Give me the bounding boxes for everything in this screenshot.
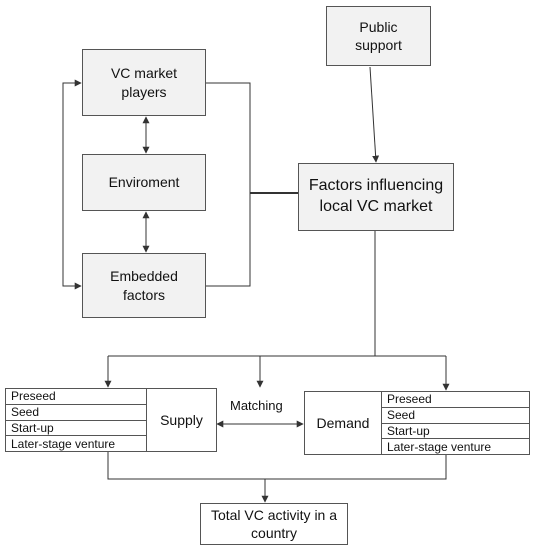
node-factors-influencing-line1: Factors influencing [308,177,444,195]
node-supply-label: Supply [160,411,203,428]
demand-stage-item: Seed [382,408,529,424]
supply-stage-item: Preseed [6,389,146,405]
edge-right-bracket [206,82,251,287]
edge-left-loop [62,79,82,290]
node-public-support-line1: Public [359,18,398,35]
node-total-line2: country [251,525,297,541]
node-public-support-line2: support [355,37,402,53]
node-supply: Supply [146,388,217,452]
node-total-vc-activity: Total VC activity in a country [200,503,348,545]
edge-public-to-factors [369,66,380,163]
node-embedded-factors-line2: factors [122,286,165,303]
node-vc-market-players-line1: VC market [110,65,178,82]
demand-stage-item: Start-up [382,424,529,440]
node-vc-market-players: VC market players [82,49,206,116]
node-total-line1: Total VC activity in a [210,506,338,523]
supply-stage-item: Seed [6,405,146,421]
node-factors-influencing-line2: local VC market [319,198,433,215]
supply-stage-list: Preseed Seed Start-up Later-stage ventur… [5,388,147,452]
demand-stage-item: Later-stage venture [387,439,492,454]
node-factors-influencing: Factors influencing local VC market [298,163,454,231]
edge-bottom-join [107,452,447,480]
node-demand: Demand [304,391,382,455]
node-embedded-factors: Embedded factors [82,253,206,318]
demand-stage-item: Preseed [382,392,529,408]
supply-stage-item: Start-up [6,421,146,437]
demand-stage-list: Preseed Seed Start-up Later-stage ventur… [381,391,530,455]
node-demand-label: Demand [316,414,370,431]
node-environment-line1: Enviroment [108,174,180,191]
node-environment: Enviroment [82,154,206,211]
label-matching: Matching [230,398,283,413]
node-public-support: Public support [326,6,431,66]
supply-stage-item: Later-stage venture [11,436,116,451]
node-embedded-factors-line1: Embedded [110,268,178,285]
node-vc-market-players-line2: players [121,83,167,100]
